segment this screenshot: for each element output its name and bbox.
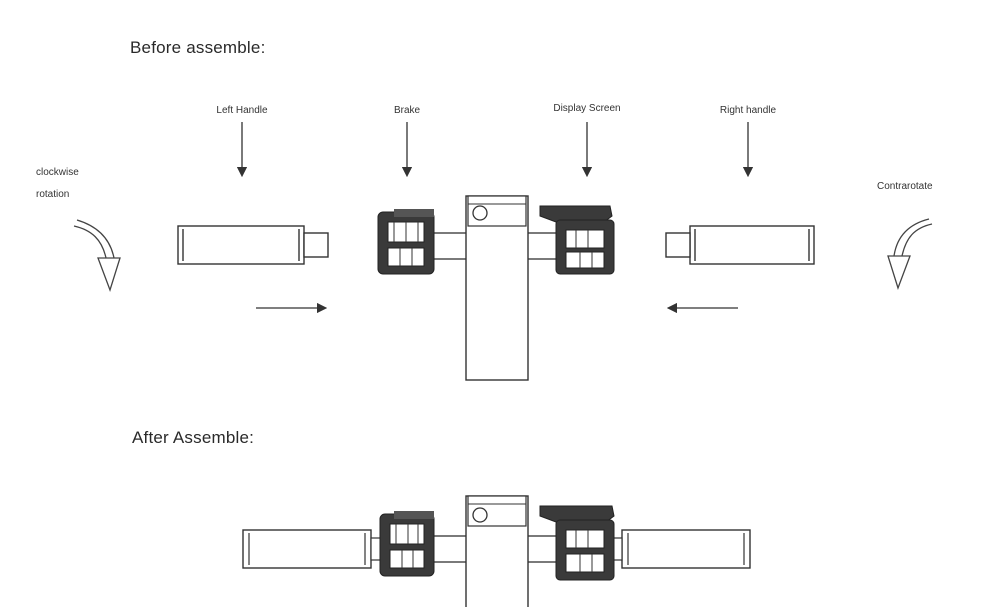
contrarotate-arrow-icon [887,218,933,291]
contrarotate-label: Contrarotate [877,181,933,192]
bar-tube-left [429,232,469,260]
display-screen-unit [539,205,615,275]
after-display-screen-unit [539,505,615,581]
pointer-arrows [236,122,754,178]
stem-bolt-icon [472,205,488,221]
stem-post [465,195,529,381]
clockwise-label-line2: rotation [36,189,70,200]
before-center-assembly [377,195,615,381]
brake-unit [377,209,435,275]
after-stem-bolt-icon [472,507,488,523]
right-handle-part [665,225,815,265]
before-assemble-heading: Before assemble: [130,38,266,57]
display-screen-label: Display Screen [553,103,621,114]
after-assemble-heading: After Assemble: [132,428,255,447]
right-handle-label: Right handle [719,105,777,116]
after-right-handle [621,529,751,569]
clockwise-label-line1: clockwise [36,167,79,178]
after-brake-unit [379,511,435,577]
clockwise-rotation-arrow-icon [73,219,121,293]
left-handle-label: Left Handle [216,105,268,116]
brake-label: Brake [393,105,421,116]
after-assembly [242,495,751,607]
clockwise-rotation-label: clockwise rotation [36,162,79,206]
left-handle-part [177,225,329,265]
after-left-handle [242,529,372,569]
